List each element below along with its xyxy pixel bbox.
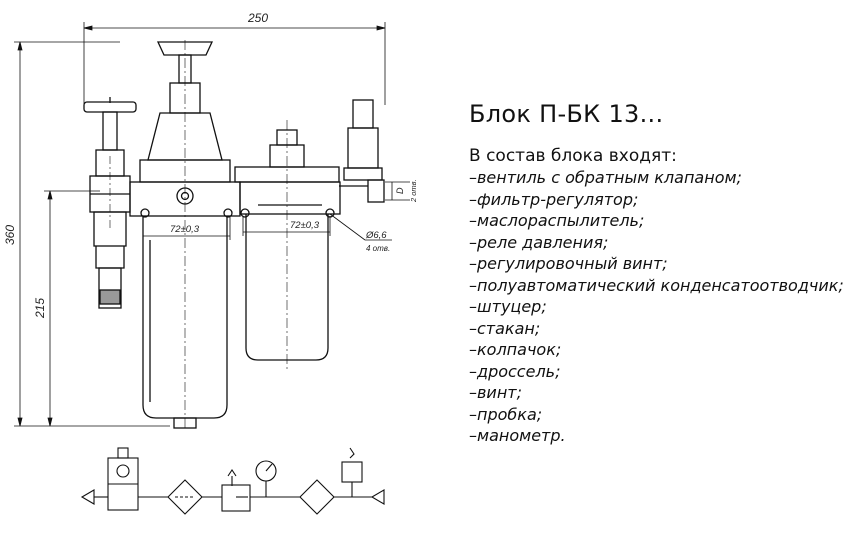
dim-hole-label: Ø6,6 <box>365 230 387 241</box>
component-list-item: –вентиль с обратным клапаном; <box>469 167 844 189</box>
list-dash: – <box>469 275 477 295</box>
filter-regulator-drawing <box>129 40 241 430</box>
dim-hole-count-label: 4 отв. <box>366 244 390 253</box>
list-dash: – <box>469 426 477 445</box>
component-list-item: –манометр. <box>469 425 844 447</box>
dim-height-label: 360 <box>3 225 17 245</box>
intro-text: В состав блока входят: <box>469 146 677 166</box>
component-label: стакан; <box>477 318 541 338</box>
list-dash: – <box>469 297 477 316</box>
list-dash: – <box>469 404 477 424</box>
component-label: вентиль с обратным клапаном; <box>477 168 742 187</box>
component-list-item: –пробка; <box>469 404 844 426</box>
dim-thread-count-label: 2 отв. <box>409 179 418 203</box>
dimension-labels: 250 360 215 72±0,3 72±0,3 Ø6,6 4 отв. D … <box>3 11 418 319</box>
dim-outlet-label: 215 <box>33 298 47 319</box>
component-label: реле давления; <box>477 232 609 252</box>
dim-thread-label: D <box>395 187 405 194</box>
dim-width-label: 250 <box>247 11 268 25</box>
component-label: манометр. <box>477 426 566 445</box>
component-label: дроссель; <box>477 361 561 381</box>
component-list-item: –регулировочный винт; <box>469 253 844 275</box>
valve-assembly-drawing <box>83 97 137 309</box>
component-label: фильтр-регулятор; <box>477 189 639 209</box>
component-label: штуцер; <box>477 297 547 316</box>
list-dash: – <box>469 340 477 359</box>
list-dash: – <box>469 383 477 402</box>
component-list-item: –штуцер; <box>469 296 844 318</box>
list-dash: – <box>469 361 477 381</box>
dimension-lines <box>14 22 410 427</box>
page-title: Блок П-БК 13... <box>469 100 664 128</box>
component-list-item: –колпачок; <box>469 339 844 361</box>
component-label: маслораспылитель; <box>477 211 645 230</box>
components-list: –вентиль с обратным клапаном;–фильтр-рег… <box>469 167 844 447</box>
component-list-item: –маслораспылитель; <box>469 210 844 232</box>
component-label: пробка; <box>477 404 543 424</box>
component-label: винт; <box>477 383 522 402</box>
component-list-item: –реле давления; <box>469 232 844 254</box>
lubricator-drawing <box>234 120 341 370</box>
component-list-item: –винт; <box>469 382 844 404</box>
pneumatic-schematic <box>80 447 385 515</box>
component-list-item: –стакан; <box>469 318 844 340</box>
list-dash: – <box>469 232 477 252</box>
list-dash: – <box>469 254 477 273</box>
list-dash: – <box>469 211 477 230</box>
component-list-item: –фильтр-регулятор; <box>469 189 844 211</box>
list-dash: – <box>469 168 477 187</box>
component-label: полуавтоматический конденсатоотводчик; <box>477 275 844 295</box>
list-dash: – <box>469 318 477 338</box>
list-dash: – <box>469 189 477 209</box>
component-label: регулировочный винт; <box>477 254 668 273</box>
component-list-item: –дроссель; <box>469 361 844 383</box>
component-label: колпачок; <box>477 340 562 359</box>
pressure-switch-drawing <box>339 99 385 203</box>
dim-spacing-right-label: 72±0,3 <box>290 220 320 231</box>
component-list-item: –полуавтоматический конденсатоотводчик; <box>469 275 844 297</box>
